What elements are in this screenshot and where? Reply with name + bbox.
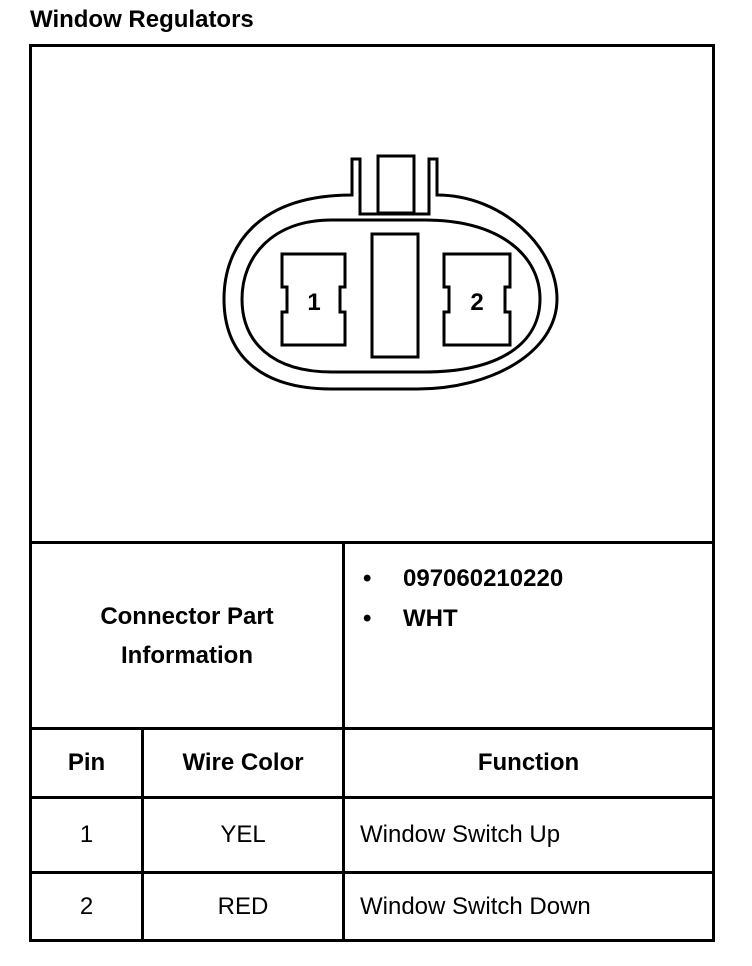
list-item: • 097060210220 <box>345 561 563 601</box>
divider <box>141 727 144 939</box>
part-info-label: Connector Part Information <box>100 602 274 669</box>
pin-2-cavity <box>442 252 512 347</box>
row-1-function: Window Switch Up <box>360 821 561 848</box>
part-number: 097060210220 <box>403 565 564 592</box>
pin-1-label: 1 <box>307 289 321 316</box>
header-wire-color: Wire Color <box>182 749 304 776</box>
bullet-icon: • <box>363 605 372 632</box>
row-2-pin: 2 <box>79 892 94 920</box>
divider <box>32 727 712 730</box>
pin-1-cavity <box>280 252 347 347</box>
bullet-icon: • <box>363 565 372 592</box>
center-key <box>370 232 420 359</box>
divider <box>342 541 345 939</box>
connector-face-drawing <box>222 154 559 391</box>
page-title: Window Regulators <box>30 6 254 33</box>
connector-color: WHT <box>403 605 458 632</box>
row-2-function: Window Switch Down <box>360 892 591 920</box>
header-pin: Pin <box>67 749 106 776</box>
pin-2-label: 2 <box>470 289 484 316</box>
row-1-pin: 1 <box>79 821 94 848</box>
divider <box>32 541 712 544</box>
row-1-wire-color: YEL <box>220 821 266 848</box>
list-item: • WHT <box>345 601 563 641</box>
divider <box>32 871 712 874</box>
row-2-wire-color: RED <box>217 892 269 920</box>
connector-housing <box>222 157 559 391</box>
connector-table: 1 2 Connector Part Information • 0970602… <box>29 44 715 942</box>
part-info-list: • 097060210220 • WHT <box>345 561 563 641</box>
header-function: Function <box>477 749 580 776</box>
connector-inner-outline <box>240 218 542 374</box>
divider <box>32 796 712 799</box>
latch-block <box>376 154 416 215</box>
connector-housing-outline <box>237 247 302 332</box>
connector-diagram: 1 2 <box>32 47 712 541</box>
